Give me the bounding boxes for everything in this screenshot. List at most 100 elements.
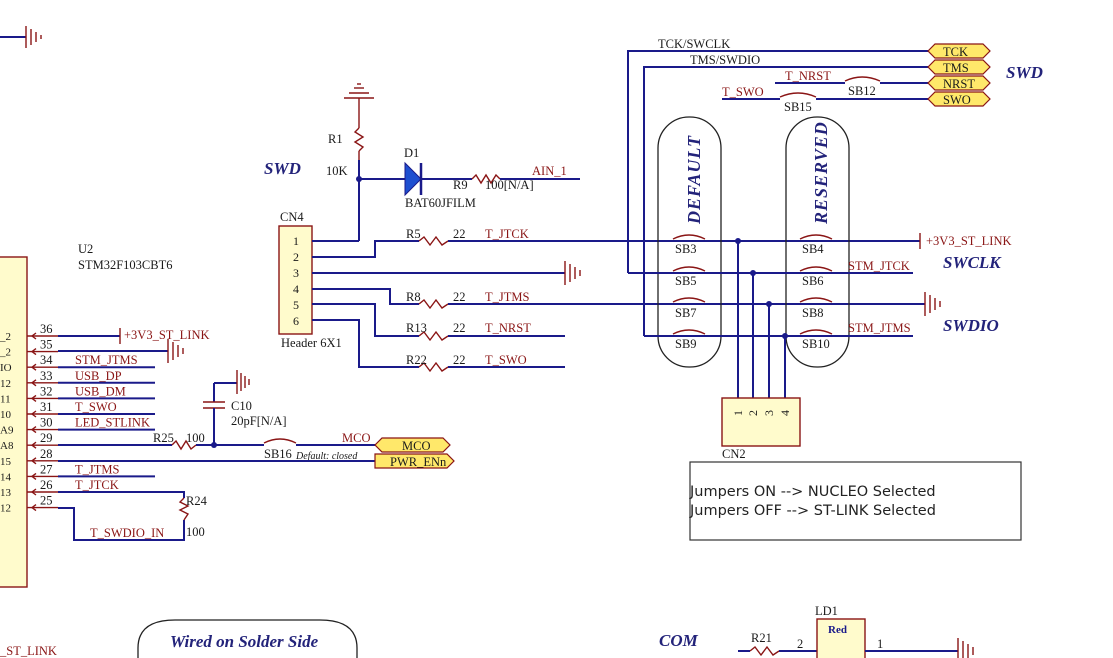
group-label-reserved: RESERVED xyxy=(811,121,831,225)
ground-symbol-top-left xyxy=(0,26,42,48)
solder-bridge-sb15: SB15 xyxy=(784,100,812,114)
net-label-st-link-bottom: _ST_LINK xyxy=(0,644,57,658)
r22-value: 22 xyxy=(453,353,466,367)
ld1-ref: LD1 xyxy=(815,604,838,618)
diode-d1: D1 BAT60JFILM xyxy=(404,146,476,210)
c10-value: 20pF[N/A] xyxy=(231,414,287,428)
swd-label-top-right: SWD xyxy=(1006,63,1043,82)
svg-text:TMS: TMS xyxy=(943,61,969,75)
swclk-label: SWCLK xyxy=(943,253,1002,272)
u2-pin-32: 11 32 USB_DM xyxy=(0,384,155,405)
solder-bridge-sb3: SB3 xyxy=(675,242,697,256)
resistor-r24: R24 100 xyxy=(178,494,208,539)
d1-ref: D1 xyxy=(404,146,419,160)
r13-ref: R13 xyxy=(406,321,427,335)
u2-pin-name: 10 xyxy=(0,409,12,421)
c10-ref: C10 xyxy=(231,399,252,413)
sb16-note: Default: closed xyxy=(295,451,358,462)
solder-bridge-sb16: SB16 xyxy=(264,447,292,461)
net-label-t-swo-top: T_SWO xyxy=(722,85,764,99)
solder-bridge-sb5: SB5 xyxy=(675,274,697,288)
cn4-pin-6: 6 xyxy=(293,314,299,328)
ground-symbol-sb8 xyxy=(924,292,941,316)
u2-pin-34: IO 34 STM_JTMS xyxy=(0,353,155,374)
u2-pin-number: 30 xyxy=(40,416,53,430)
r9-value: 100[N/A] xyxy=(485,178,534,192)
port-tms: TMS xyxy=(927,59,991,75)
r22-ref: R22 xyxy=(406,353,427,367)
solder-bridge-sb4: SB4 xyxy=(802,242,824,256)
u2-pin-name: _2 xyxy=(0,331,11,343)
net-label-t-swo-r22: T_SWO xyxy=(485,353,527,367)
solder-bridge-sb12: SB12 xyxy=(848,84,876,98)
u2-pin-net-label: USB_DM xyxy=(75,384,126,398)
ground-symbol-cn4 xyxy=(564,261,581,285)
u2-pin-number: 25 xyxy=(40,494,53,508)
resistor-r21: R21 xyxy=(749,631,780,657)
u2-pin-net-label: T_JTMS xyxy=(75,462,120,476)
u2-pin-name: 15 xyxy=(0,456,12,468)
ground-symbol-r1 xyxy=(344,83,374,128)
net-label-t-nrst-r13: T_NRST xyxy=(485,321,531,335)
r5-value: 22 xyxy=(453,227,466,241)
jumper-note-box: Jumpers ON --> NUCLEO Selected Jumpers O… xyxy=(689,461,1022,541)
group-outline-reserved xyxy=(785,116,850,368)
group-label-default: DEFAULT xyxy=(684,135,704,225)
ld1-pin-2: 2 xyxy=(797,637,803,651)
u2-pin-number: 29 xyxy=(40,431,53,445)
svg-text:MCO: MCO xyxy=(402,439,430,453)
note-line-2: Jumpers OFF --> ST-LINK Selected xyxy=(689,503,936,519)
r24-value: 100 xyxy=(186,525,205,539)
net-label-mco: MCO xyxy=(342,431,370,445)
u2-pin-name: 11 xyxy=(0,393,11,405)
u2-pin-35: _2 35 xyxy=(0,338,58,359)
cn4-pin-3: 3 xyxy=(293,266,299,280)
u2-pin-36: _236 xyxy=(0,322,120,343)
r5-ref: R5 xyxy=(406,227,421,241)
solder-bridge-sb9: SB9 xyxy=(675,337,697,351)
chip-u2: U2 STM32F103CBT6 xyxy=(0,242,172,588)
u2-pin-name: 12 xyxy=(0,378,11,390)
u2-pin-number: 34 xyxy=(40,353,53,367)
solder-bridge-sb6: SB6 xyxy=(802,274,824,288)
u2-ref: U2 xyxy=(78,242,93,256)
port-nrst: NRST xyxy=(927,75,991,91)
resistor-r13: R13 22 xyxy=(406,321,466,342)
port-pwr-en: PWR_ENn xyxy=(374,453,455,469)
resistor-r8: R8 22 xyxy=(406,290,466,310)
u2-pin-name: _2 xyxy=(0,347,11,359)
cn2-pin-1: 1 xyxy=(731,410,745,416)
u2-pin-net-label: STM_JTMS xyxy=(75,353,138,367)
solder-bridge-sb8: SB8 xyxy=(802,306,824,320)
port-swo: SWO xyxy=(927,91,991,107)
r25-value: 100 xyxy=(186,431,205,445)
r25-ref: R25 xyxy=(153,431,174,445)
u2-pin-number: 32 xyxy=(40,384,53,398)
solder-bridge-sb7: SB7 xyxy=(675,306,697,320)
u2-pin-net-label: T_JTCK xyxy=(75,478,119,492)
svg-text:PWR_ENn: PWR_ENn xyxy=(390,455,447,469)
u2-pin-number: 35 xyxy=(40,338,53,352)
net-label-t-jtck-r5: T_JTCK xyxy=(485,227,529,241)
u2-pin-number: 33 xyxy=(40,369,53,383)
cn2-pin-3: 3 xyxy=(762,410,776,416)
ld1-color: Red xyxy=(828,624,847,636)
ld1-pin-1: 1 xyxy=(877,637,883,651)
u2-pin-name: 13 xyxy=(0,487,12,499)
u2-pin-net-label: LED_STLINK xyxy=(75,416,150,430)
capacitor-c10: C10 20pF[N/A] xyxy=(203,370,287,448)
svg-text:SWO: SWO xyxy=(943,93,971,107)
svg-text:NRST: NRST xyxy=(943,77,975,91)
u2-pin-name: IO xyxy=(0,362,12,374)
r24-ref: R24 xyxy=(186,494,208,508)
connector-cn2: 1 2 3 4 CN2 xyxy=(721,397,801,461)
swd-label-left: SWD xyxy=(264,159,301,178)
u2-pin-name: 12 xyxy=(0,503,11,515)
